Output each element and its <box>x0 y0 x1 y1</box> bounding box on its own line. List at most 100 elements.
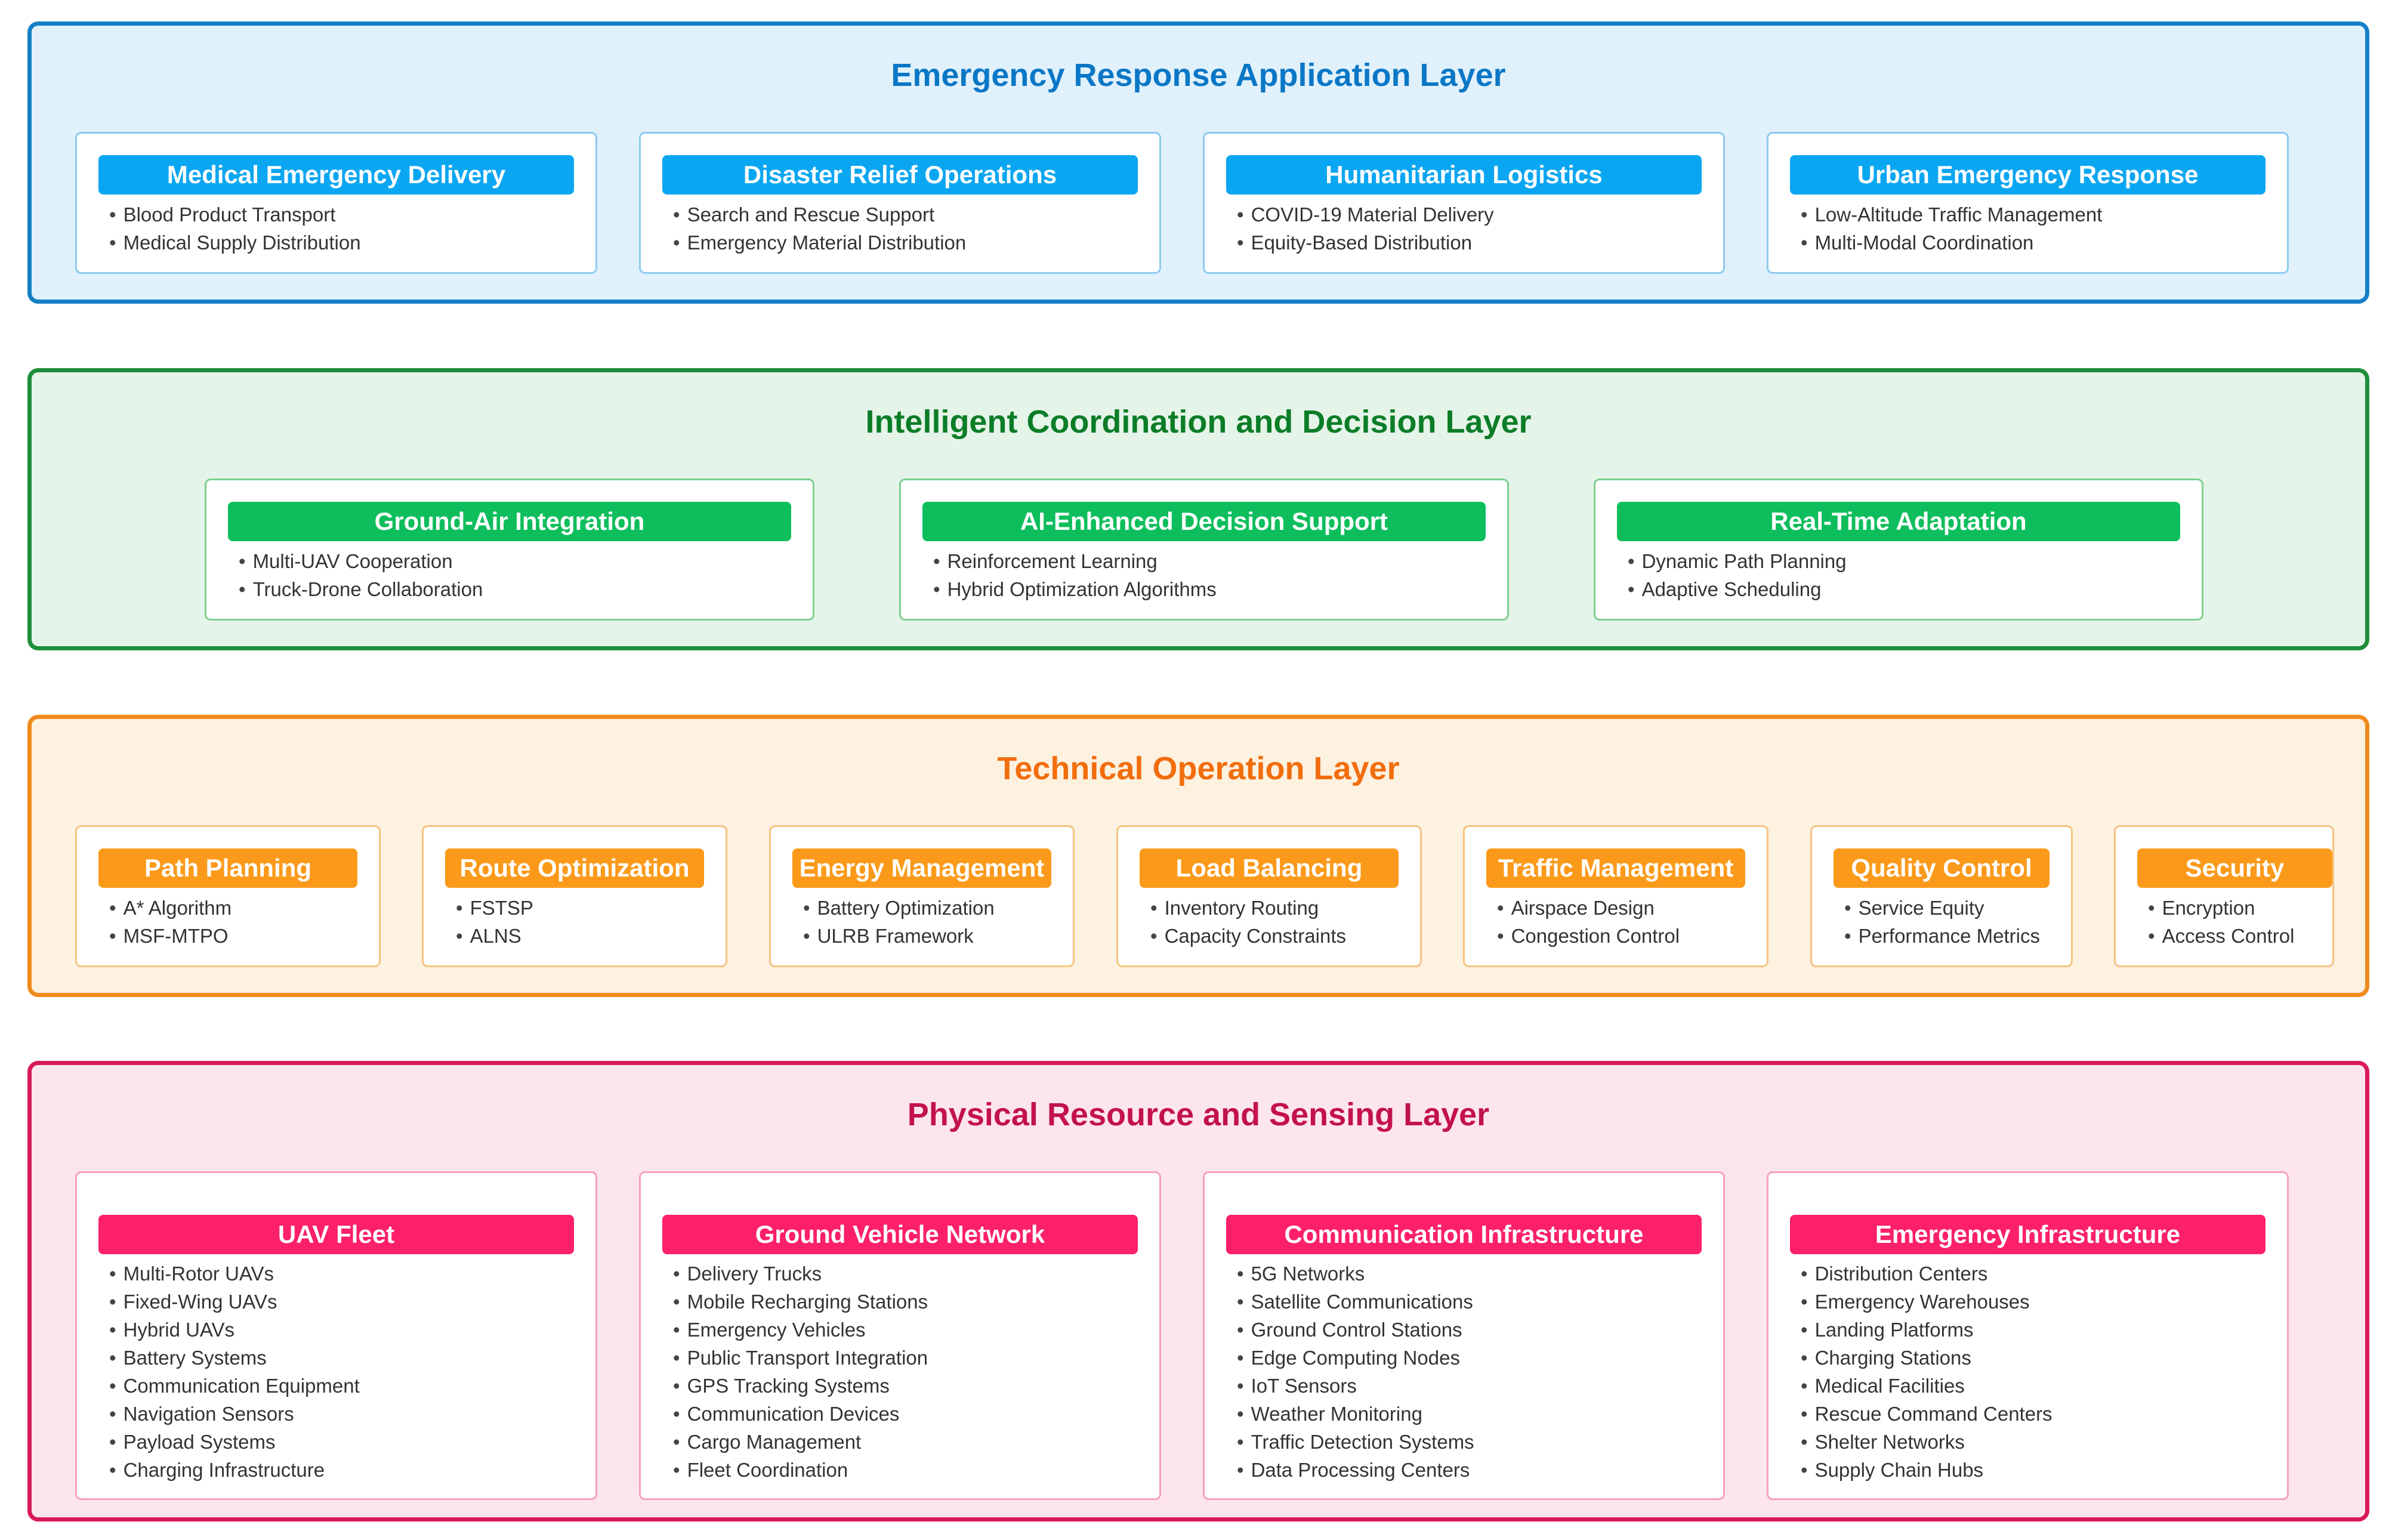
list-item: Payload Systems <box>109 1428 584 1456</box>
list-item: Navigation Sensors <box>109 1400 584 1428</box>
list-item: Medical Supply Distribution <box>109 229 584 257</box>
card-ground-air-integration: Ground-Air Integration Multi-UAV Coopera… <box>205 479 814 621</box>
list-item: Dynamic Path Planning <box>1628 547 2190 575</box>
card-urban-emergency-response: Urban Emergency Response Low-Altitude Tr… <box>1767 132 2289 274</box>
list-item: Emergency Warehouses <box>1801 1288 2275 1316</box>
list-item: Mobile Recharging Stations <box>673 1288 1147 1316</box>
card-item-list: Search and Rescue Support Emergency Mate… <box>673 200 1147 257</box>
card-title: Load Balancing <box>1140 848 1399 888</box>
card-title: Path Planning <box>98 848 357 888</box>
list-item: Emergency Vehicles <box>673 1316 1147 1344</box>
list-item: Delivery Trucks <box>673 1260 1147 1288</box>
list-item: Medical Facilities <box>1801 1372 2275 1400</box>
card-title: Urban Emergency Response <box>1790 155 2265 195</box>
list-item: 5G Networks <box>1237 1260 1711 1288</box>
list-item: Cargo Management <box>673 1428 1147 1456</box>
card-item-list: Encryption Access Control <box>2148 894 2320 950</box>
card-humanitarian-logistics: Humanitarian Logistics COVID-19 Material… <box>1203 132 1725 274</box>
list-item: Battery Optimization <box>803 894 1061 922</box>
list-item: Charging Infrastructure <box>109 1456 584 1484</box>
card-item-list: Inventory Routing Capacity Constraints <box>1150 894 1408 950</box>
card-ai-enhanced-decision-support: AI-Enhanced Decision Support Reinforceme… <box>899 479 1509 621</box>
list-item: Multi-UAV Cooperation <box>239 547 801 575</box>
list-item: Search and Rescue Support <box>673 200 1147 229</box>
card-item-list: Multi-UAV Cooperation Truck-Drone Collab… <box>239 547 801 603</box>
card-item-list: COVID-19 Material Delivery Equity-Based … <box>1237 200 1711 257</box>
list-item: Weather Monitoring <box>1237 1400 1711 1428</box>
card-title: UAV Fleet <box>98 1215 574 1254</box>
list-item: Data Processing Centers <box>1237 1456 1711 1484</box>
card-title: Traffic Management <box>1486 848 1745 888</box>
list-item: Inventory Routing <box>1150 894 1408 922</box>
card-title: Disaster Relief Operations <box>662 155 1138 195</box>
list-item: Encryption <box>2148 894 2320 922</box>
layer-title: Intelligent Coordination and Decision La… <box>865 404 1532 440</box>
list-item: Communication Devices <box>673 1400 1147 1428</box>
card-ground-vehicle-network: Ground Vehicle Network Delivery Trucks M… <box>639 1171 1161 1500</box>
card-item-list: Low-Altitude Traffic Management Multi-Mo… <box>1801 200 2275 257</box>
list-item: Public Transport Integration <box>673 1344 1147 1372</box>
technical-operation-layer: Technical Operation Layer Path Planning … <box>27 715 2369 997</box>
card-energy-management: Energy Management Battery Optimization U… <box>769 825 1075 967</box>
card-route-optimization: Route Optimization FSTSP ALNS <box>422 825 727 967</box>
card-path-planning: Path Planning A* Algorithm MSF-MTPO <box>75 825 381 967</box>
card-item-list: Multi-Rotor UAVs Fixed-Wing UAVs Hybrid … <box>109 1260 584 1484</box>
list-item: Emergency Material Distribution <box>673 229 1147 257</box>
list-item: Truck-Drone Collaboration <box>239 575 801 603</box>
physical-resource-layer: Physical Resource and Sensing Layer UAV … <box>27 1061 2369 1522</box>
list-item: Access Control <box>2148 922 2320 950</box>
card-communication-infrastructure: Communication Infrastructure 5G Networks… <box>1203 1171 1725 1500</box>
list-item: Landing Platforms <box>1801 1316 2275 1344</box>
card-item-list: Dynamic Path Planning Adaptive Schedulin… <box>1628 547 2190 603</box>
coordination-layer: Intelligent Coordination and Decision La… <box>27 368 2369 650</box>
list-item: Capacity Constraints <box>1150 922 1408 950</box>
card-title: Real-Time Adaptation <box>1617 502 2180 541</box>
list-item: Battery Systems <box>109 1344 584 1372</box>
list-item: Low-Altitude Traffic Management <box>1801 200 2275 229</box>
list-item: A* Algorithm <box>109 894 367 922</box>
list-item: GPS Tracking Systems <box>673 1372 1147 1400</box>
card-title: Quality Control <box>1834 848 2050 888</box>
card-title: Energy Management <box>792 848 1051 888</box>
card-item-list: Distribution Centers Emergency Warehouse… <box>1801 1260 2275 1484</box>
list-item: ULRB Framework <box>803 922 1061 950</box>
card-item-list: Battery Optimization ULRB Framework <box>803 894 1061 950</box>
list-item: Shelter Networks <box>1801 1428 2275 1456</box>
card-item-list: FSTSP ALNS <box>456 894 714 950</box>
list-item: Performance Metrics <box>1844 922 2059 950</box>
list-item: Service Equity <box>1844 894 2059 922</box>
list-item: Ground Control Stations <box>1237 1316 1711 1344</box>
layer-title: Technical Operation Layer <box>997 751 1400 786</box>
list-item: Supply Chain Hubs <box>1801 1456 2275 1484</box>
list-item: Congestion Control <box>1497 922 1755 950</box>
card-security: Security Encryption Access Control <box>2114 825 2334 967</box>
card-item-list: Blood Product Transport Medical Supply D… <box>109 200 584 257</box>
list-item: Edge Computing Nodes <box>1237 1344 1711 1372</box>
card-title: Ground Vehicle Network <box>662 1215 1138 1254</box>
card-medical-emergency-delivery: Medical Emergency Delivery Blood Product… <box>75 132 597 274</box>
list-item: FSTSP <box>456 894 714 922</box>
card-title: AI-Enhanced Decision Support <box>922 502 1486 541</box>
card-title: Humanitarian Logistics <box>1226 155 1702 195</box>
list-item: Blood Product Transport <box>109 200 584 229</box>
list-item: Fleet Coordination <box>673 1456 1147 1484</box>
card-item-list: A* Algorithm MSF-MTPO <box>109 894 367 950</box>
list-item: IoT Sensors <box>1237 1372 1711 1400</box>
card-title: Communication Infrastructure <box>1226 1215 1702 1254</box>
list-item: Adaptive Scheduling <box>1628 575 2190 603</box>
card-disaster-relief-operations: Disaster Relief Operations Search and Re… <box>639 132 1161 274</box>
card-item-list: Airspace Design Congestion Control <box>1497 894 1755 950</box>
list-item: Airspace Design <box>1497 894 1755 922</box>
card-uav-fleet: UAV Fleet Multi-Rotor UAVs Fixed-Wing UA… <box>75 1171 597 1500</box>
card-load-balancing: Load Balancing Inventory Routing Capacit… <box>1116 825 1422 967</box>
card-quality-control: Quality Control Service Equity Performan… <box>1810 825 2073 967</box>
card-title: Ground-Air Integration <box>228 502 791 541</box>
card-item-list: Service Equity Performance Metrics <box>1844 894 2059 950</box>
list-item: ALNS <box>456 922 714 950</box>
list-item: Hybrid UAVs <box>109 1316 584 1344</box>
card-traffic-management: Traffic Management Airspace Design Conge… <box>1463 825 1768 967</box>
list-item: Distribution Centers <box>1801 1260 2275 1288</box>
list-item: Multi-Modal Coordination <box>1801 229 2275 257</box>
card-item-list: Delivery Trucks Mobile Recharging Statio… <box>673 1260 1147 1484</box>
card-title: Route Optimization <box>445 848 704 888</box>
